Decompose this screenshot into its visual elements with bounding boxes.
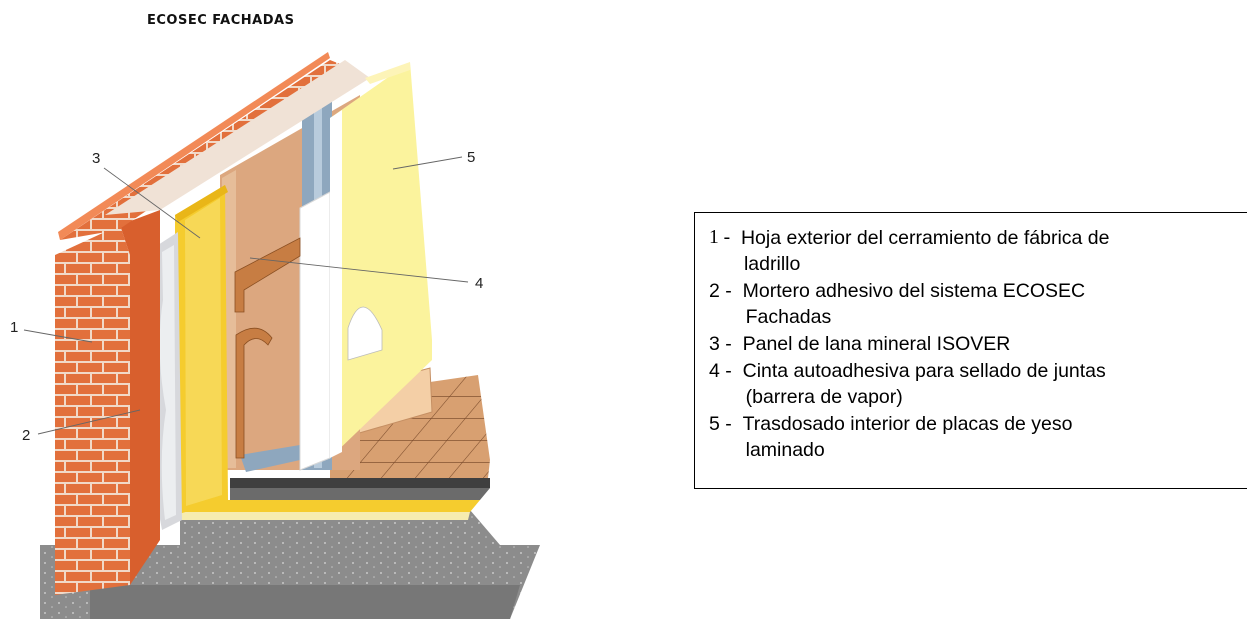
legend-text-line: Panel de lana mineral ISOVER [742, 333, 1011, 355]
legend-text-line: Cinta autoadhesiva para sellado de junta… [742, 360, 1106, 382]
legend-text-line: Trasdosado interior de placas de yeso [742, 413, 1073, 435]
svg-text:1: 1 [10, 319, 18, 336]
wall-section-diagram: ECOSEC FACHADAS 1 2 3 4 5 [10, 13, 540, 619]
legend-number: 2 - [709, 280, 732, 302]
legend-text-line: ladrillo [743, 253, 801, 275]
sealing-tape [234, 237, 301, 459]
floor-layers [175, 478, 490, 520]
callout-1: 1 [10, 319, 93, 343]
legend-text-line: Fachadas [745, 306, 832, 328]
callout-5: 5 [392, 149, 475, 170]
floor-tiles [330, 375, 490, 478]
legend-text-line: Mortero adhesivo del sistema ECOSEC [742, 280, 1086, 302]
legend-text-line: Hoja exterior del cerramiento de fábrica… [740, 227, 1110, 249]
legend-item-2: 2 - Mortero adhesivo del sistema ECOSEC F… [709, 278, 1237, 330]
brick-wall [55, 52, 410, 595]
callout-3: 3 [92, 150, 201, 239]
legend-item-5: 5 - Trasdosado interior de placas de yes… [709, 411, 1237, 463]
svg-text:3: 3 [92, 150, 100, 167]
svg-text:4: 4 [475, 275, 483, 292]
legend-text-line: laminado [745, 439, 825, 461]
callout-2: 2 [22, 409, 141, 444]
legend-item-1: 1 - Hoja exterior del cerramiento de fáb… [709, 225, 1237, 277]
legend-item-3: 3 - Panel de lana mineral ISOVER [709, 331, 1237, 357]
legend-text-line: (barrera de vapor) [745, 386, 903, 408]
svg-text:2: 2 [22, 427, 30, 444]
plasterboard-panel [299, 62, 432, 471]
legend-box: 1 - Hoja exterior del cerramiento de fáb… [694, 212, 1247, 489]
mineral-wool-panel [175, 185, 228, 515]
svg-text:5: 5 [467, 149, 475, 166]
legend-item-4: 4 - Cinta autoadhesiva para sellado de j… [709, 358, 1237, 410]
diagram-title: ECOSEC FACHADAS [147, 13, 294, 28]
legend-number: 4 - [709, 360, 732, 382]
callout-4: 4 [249, 257, 483, 292]
legend-number: 3 - [709, 333, 732, 355]
legend-number: 5 - [709, 413, 732, 435]
legend-number: 1 - [709, 227, 731, 248]
